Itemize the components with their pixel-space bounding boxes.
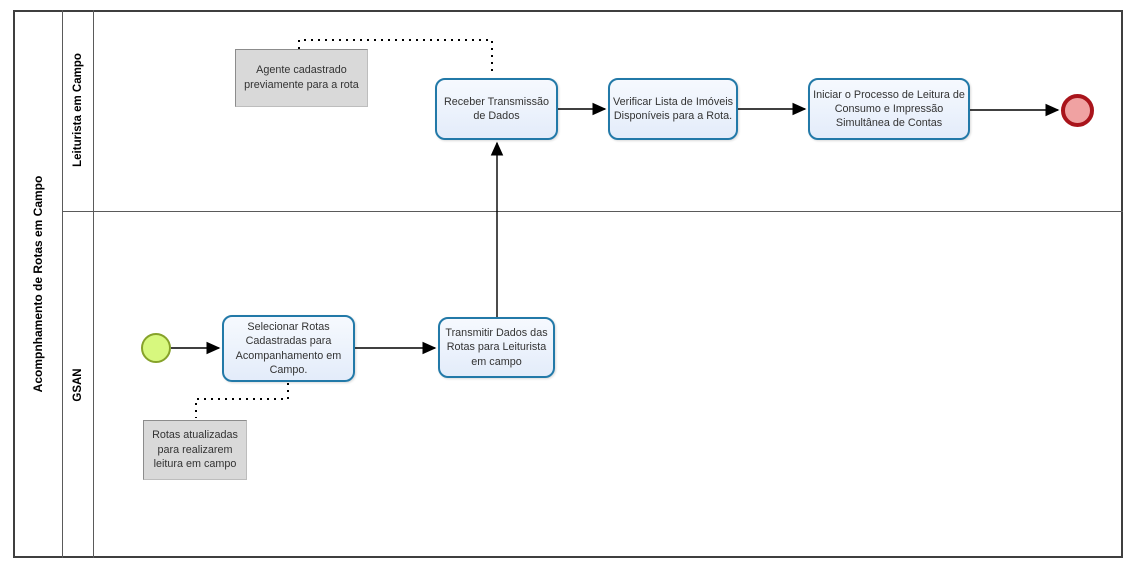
task-receber-transmissao: Receber Transmissão de Dados bbox=[435, 78, 558, 140]
lane-divider bbox=[62, 211, 1123, 212]
annotation-rotas-atualizadas: Rotas atualizadas para realizarem leitur… bbox=[143, 420, 247, 480]
pool-title-divider bbox=[62, 10, 63, 558]
end-event bbox=[1061, 94, 1094, 127]
pool-title: Acompnhamento de Rotas em Campo bbox=[31, 175, 45, 393]
lane-label-gsan: GSAN bbox=[72, 368, 84, 402]
task-selecionar-rotas: Selecionar Rotas Cadastradas para Acompa… bbox=[222, 315, 355, 382]
annotation-agente-cadastrado: Agente cadastrado previamente para a rot… bbox=[235, 49, 368, 107]
lane-label-leiturista-em-campo: Leiturista em Campo bbox=[72, 53, 84, 167]
task-transmitir-dados: Transmitir Dados das Rotas para Leituris… bbox=[438, 317, 555, 378]
start-event bbox=[141, 333, 171, 363]
lane-label-divider bbox=[93, 10, 94, 558]
task-iniciar-processo: Iniciar o Processo de Leitura de Consumo… bbox=[808, 78, 970, 140]
task-verificar-lista: Verificar Lista de Imóveis Disponíveis p… bbox=[608, 78, 738, 140]
